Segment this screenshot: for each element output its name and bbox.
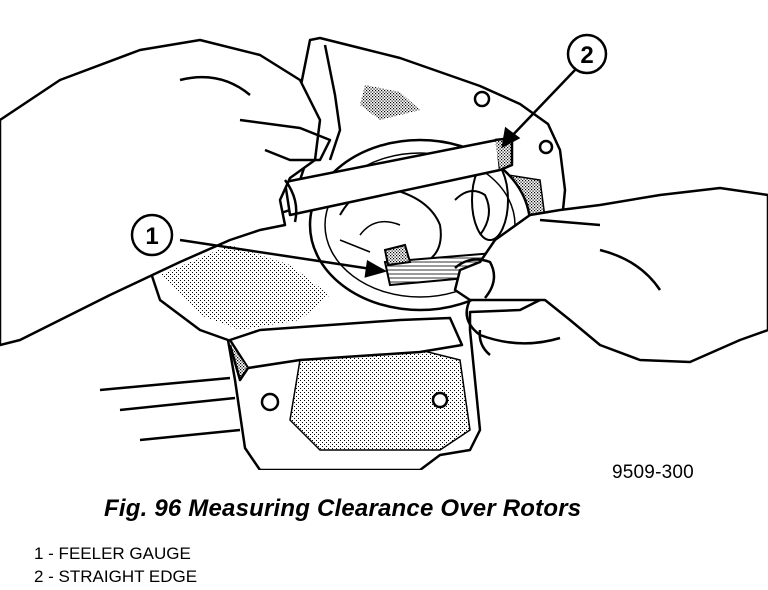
rail-lines [99,376,241,442]
housing-shadow-upper [360,85,420,120]
lower-flange [228,316,464,382]
figure-caption: Fig. 96 Measuring Clearance Over Rotors [104,495,582,522]
figure-code: 9509-300 [612,462,694,483]
legend: 1 - FEELER GAUGE 2 - STRAIGHT EDGE [34,542,197,588]
callout-1: 1 [130,213,174,257]
left-hand [0,38,332,347]
callout-1-label: 1 [145,223,158,250]
straight-edge [283,136,514,217]
right-hand [453,186,768,364]
legend-item-feeler-gauge: 1 - FEELER GAUGE [34,544,191,563]
housing-shadow-left [160,245,330,330]
legend-item-straight-edge: 2 - STRAIGHT EDGE [34,567,198,586]
callout-2: 2 [566,33,608,75]
bolt-holes [260,90,554,412]
callout-leaders [179,69,576,278]
callout-2-label: 2 [580,42,593,69]
technical-illustration: 1 2 [0,33,768,470]
